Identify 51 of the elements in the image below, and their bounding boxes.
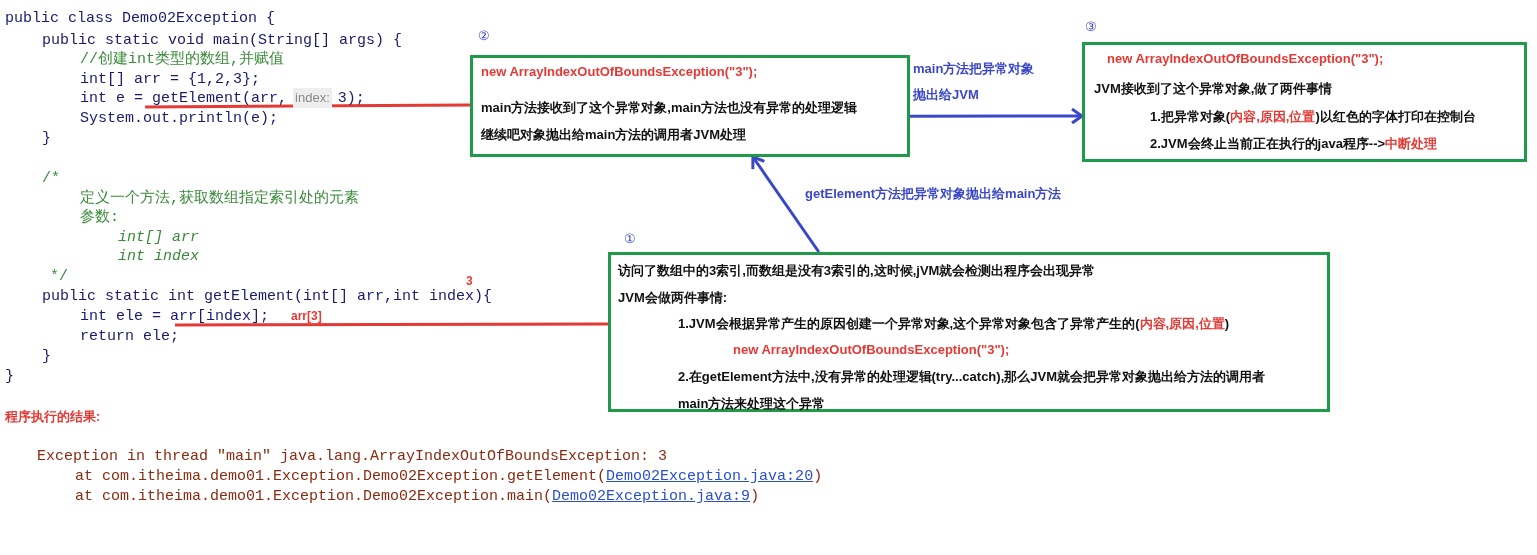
box-text: new ArrayIndexOutOfBoundsException("3"); [481, 63, 758, 81]
link: Demo02Exception.java:20 [606, 467, 814, 487]
box-text: new ArrayIndexOutOfBoundsException("3"); [1107, 50, 1384, 68]
code-line: public static int getElement(int[] arr,int index){ [42, 287, 493, 307]
console-output: Exception in thread "main" java.lang.ArrayIndexOutOfBoundsException: 3 [37, 447, 668, 467]
code-line: int ele = arr[index]; [80, 306, 270, 325]
box-text: 2.在getElement方法中,没有异常的处理逻辑(try...catch),那么JVM就会把异常对象抛出给方法的调用者 [678, 368, 1265, 386]
heading: 程序执行的结果: [5, 408, 101, 426]
box-text: 继续吧对象抛出给main方法的调用者JVM处理 [481, 126, 747, 144]
code-line: public class Demo02Exception { [5, 9, 276, 29]
code-line: int[] arr = {1,2,3}; [80, 70, 261, 90]
code-line: } [42, 347, 51, 367]
code-comment: 参数: [80, 207, 119, 228]
code-comment: 定义一个方法,获取数组指定索引处的元素 [80, 188, 359, 208]
box-text: 访问了数组中的3索引,而数组是没有3索引的,这时候,jVM就会检测出程序会出现异常 [618, 262, 1096, 280]
arrow [910, 107, 1084, 125]
code-line: } [5, 367, 14, 387]
code-comment: //创建int类型的数组,并赋值 [80, 49, 284, 70]
box-text: 1.把异常对象(内容,原因,位置)以红色的字体打印在控制台 [1150, 108, 1476, 126]
leader-line [175, 322, 608, 327]
link: Demo02Exception.java:9 [552, 487, 751, 507]
box-text: 2.JVM会终止当前正在执行的java程序-->中断处理 [1150, 135, 1438, 153]
code-comment: int index [118, 247, 199, 267]
exception-box [1082, 42, 1527, 162]
box-text: main方法来处理这个异常 [678, 395, 826, 413]
code-line: public static void main(String[] args) { [42, 31, 403, 50]
console-output: ) [813, 467, 823, 487]
code-line: return ele; [80, 327, 180, 347]
box-text: JVM会做两件事情: [618, 289, 728, 307]
console-output: at com.itheima.demo01.Exception.Demo02Exception.main( [75, 487, 553, 507]
annotation: arr[3] [291, 308, 322, 325]
code-comment: int[] arr [118, 228, 199, 248]
exception-box [470, 55, 910, 157]
step-number: ③ [1085, 18, 1097, 36]
code-line: System.out.println(e); [80, 109, 279, 129]
annotation: 3 [466, 273, 473, 289]
step-number: ② [478, 27, 490, 45]
code-line: } [42, 129, 51, 149]
console-output: ) [750, 487, 760, 507]
box-text: JVM接收到了这个异常对象,做了两件事情 [1094, 80, 1333, 98]
console-output: at com.itheima.demo01.Exception.Demo02Exception.getElement( [75, 467, 607, 487]
code-comment: /* [42, 169, 60, 189]
box-text: main方法接收到了这个异常对象,main方法也没有异常的处理逻辑 [481, 99, 858, 117]
code-line: int e = getElement(arr, index: 3); [80, 88, 380, 107]
arrow [751, 155, 821, 253]
box-text: new ArrayIndexOutOfBoundsException("3"); [733, 341, 1010, 359]
code-comment: */ [50, 267, 68, 287]
step-number: ① [624, 230, 636, 248]
exception-box [608, 252, 1330, 412]
box-text: 1.JVM会根据异常产生的原因创建一个异常对象,这个异常对象包含了异常产生的(内容,原因,位置) [678, 315, 1230, 333]
leader-line [145, 103, 470, 109]
